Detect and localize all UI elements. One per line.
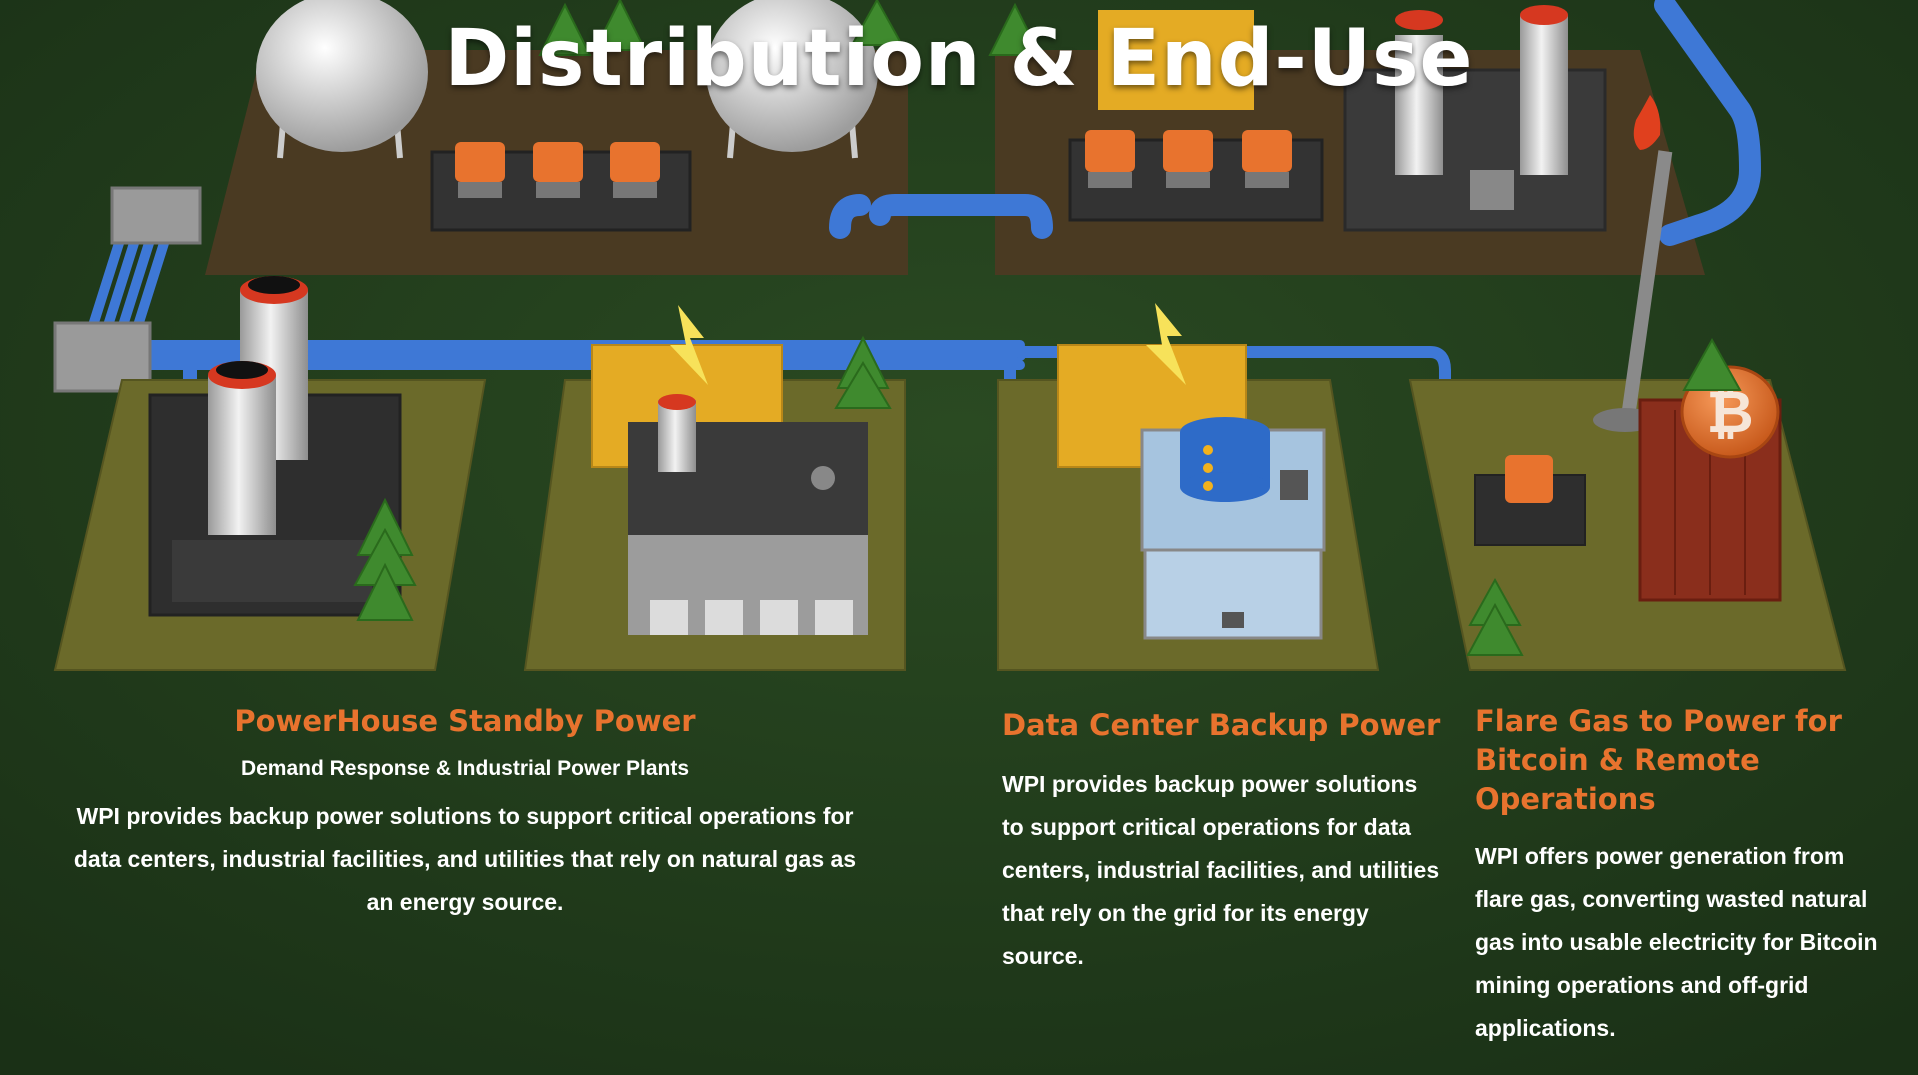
panel-powerhouse-body: WPI provides backup power solutions to s… bbox=[73, 803, 857, 915]
storage-tank-left bbox=[256, 0, 428, 159]
panel-flaregas: Flare Gas to Power for Bitcoin & Remote … bbox=[1475, 702, 1895, 1050]
panel-flaregas-heading: Flare Gas to Power for Bitcoin & Remote … bbox=[1475, 702, 1895, 819]
standby-plant bbox=[591, 305, 868, 635]
flame-icon bbox=[1633, 95, 1661, 150]
panel-powerhouse: PowerHouse Standby Power Demand Response… bbox=[70, 702, 860, 924]
manifold-upper bbox=[110, 186, 202, 245]
trees bbox=[353, 0, 1742, 656]
flare-gas-site: ₿ bbox=[1474, 95, 1782, 602]
panel-flaregas-body: WPI offers power generation from flare g… bbox=[1475, 843, 1878, 1041]
panel-datacenter-heading: Data Center Backup Power bbox=[1002, 708, 1441, 742]
compressor-pad-upper-right bbox=[1068, 130, 1324, 222]
panel-powerhouse-subheading: Demand Response & Industrial Power Plant… bbox=[240, 757, 690, 780]
panel-flaregas-heading-line2: Bitcoin & Remote Operations bbox=[1475, 743, 1760, 816]
database-icon bbox=[1180, 417, 1270, 502]
lightning-bolt-icon bbox=[670, 305, 708, 385]
storage-tank-right bbox=[706, 0, 878, 159]
panel-flaregas-heading-line1: Flare Gas to Power for bbox=[1475, 704, 1842, 738]
panel-datacenter-body: WPI provides backup power solutions to s… bbox=[1002, 771, 1440, 969]
panel-datacenter: Data Center Backup Power WPI provides ba… bbox=[1002, 706, 1442, 978]
page-title: Distribution & End-Use bbox=[444, 14, 1474, 104]
power-plant-left bbox=[148, 276, 402, 617]
power-plant-top-right bbox=[1343, 5, 1607, 232]
data-center bbox=[1057, 303, 1326, 640]
generator-top bbox=[1098, 10, 1254, 110]
panel-powerhouse-heading: PowerHouse Standby Power bbox=[234, 704, 696, 738]
compressor-pad-upper-left bbox=[430, 142, 692, 232]
